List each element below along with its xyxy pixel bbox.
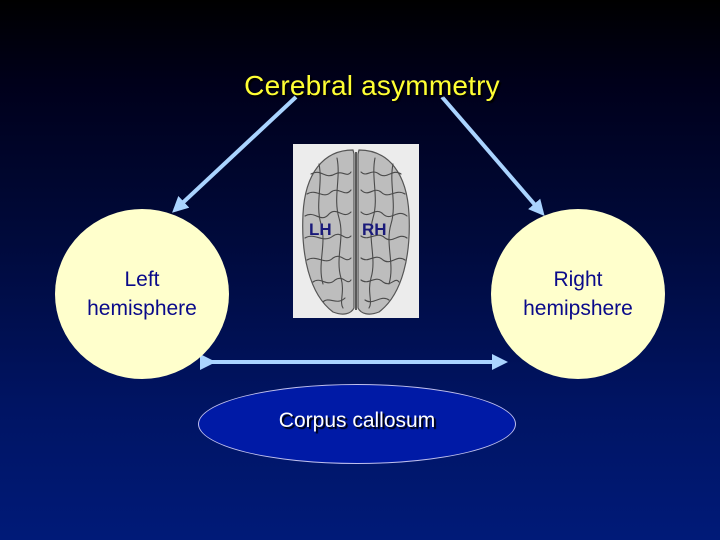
arrow-to-right-hemisphere <box>440 95 545 217</box>
brain-illustration <box>293 144 419 318</box>
corpus-callosum-node: Corpus callosum <box>198 384 516 464</box>
lh-label: LH <box>309 220 332 239</box>
left-hemisphere-label: Left hemisphere <box>87 268 197 320</box>
arrow-to-left-hemisphere <box>172 95 298 213</box>
brain-image: LH RH <box>293 144 419 318</box>
rh-label: RH <box>362 220 387 239</box>
slide-title: Cerebral asymmetry <box>244 70 500 101</box>
corpus-callosum-label: Corpus callosum <box>278 409 436 432</box>
right-hemisphere-node: Right hemipshere <box>491 209 665 379</box>
left-hemisphere-node: Left hemisphere <box>55 209 229 379</box>
right-hemisphere-label: Right hemipshere <box>523 268 633 320</box>
